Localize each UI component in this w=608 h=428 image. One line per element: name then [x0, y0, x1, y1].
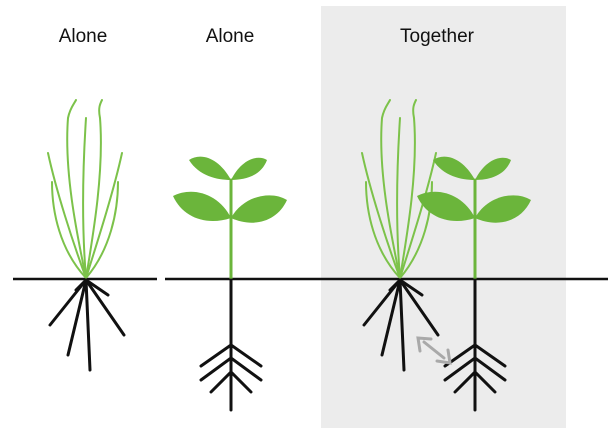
panel-label-alone-grass: Alone [59, 26, 108, 48]
upper-left-leaf [189, 157, 231, 180]
taproot [201, 280, 261, 410]
panel-label-alone-seedling: Alone [206, 26, 255, 48]
panel-label-together: Together [400, 26, 474, 48]
lower-right-leaf [231, 195, 287, 222]
fibrous-roots [50, 280, 124, 370]
seedling-plant-icon [173, 157, 287, 410]
upper-right-leaf [231, 158, 267, 180]
lower-left-leaf [173, 192, 231, 221]
grass-plant-icon [48, 100, 124, 370]
